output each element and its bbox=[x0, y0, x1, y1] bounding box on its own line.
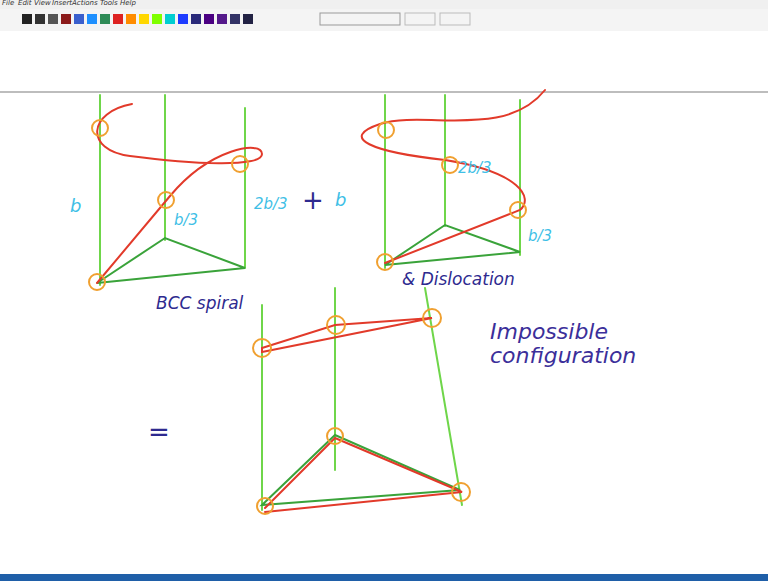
menu-item: Edit bbox=[18, 0, 32, 8]
menu-item: Tools bbox=[100, 0, 118, 8]
task-bar bbox=[0, 574, 768, 581]
menu-item: Help bbox=[120, 0, 136, 8]
tool-bar bbox=[0, 9, 768, 31]
figure-caption: BCC spiral bbox=[156, 294, 243, 313]
height-label: 2b/3 bbox=[458, 160, 492, 177]
menu-item: Insert bbox=[52, 0, 72, 8]
menu-bar bbox=[0, 0, 768, 9]
plus-sign: + bbox=[302, 186, 324, 215]
height-label: 2b/3 bbox=[254, 196, 288, 213]
dislocation-figure bbox=[362, 90, 545, 270]
menu-item: File bbox=[2, 0, 14, 8]
burgers-label: b bbox=[335, 190, 346, 210]
menu-item: View bbox=[34, 0, 51, 8]
figure-caption: & Dislocation bbox=[402, 270, 515, 289]
menu-item: Actions bbox=[72, 0, 98, 8]
page-edge bbox=[0, 91, 768, 93]
color-swatches bbox=[22, 13, 470, 25]
bcc-spiral-figure bbox=[89, 95, 262, 290]
note: Impossible configuration bbox=[490, 320, 620, 368]
result-figure bbox=[253, 288, 470, 514]
equals-sign: = bbox=[148, 418, 170, 447]
height-label: b/3 bbox=[174, 212, 198, 229]
burgers-label: b bbox=[70, 196, 81, 216]
height-label: b/3 bbox=[528, 228, 552, 245]
